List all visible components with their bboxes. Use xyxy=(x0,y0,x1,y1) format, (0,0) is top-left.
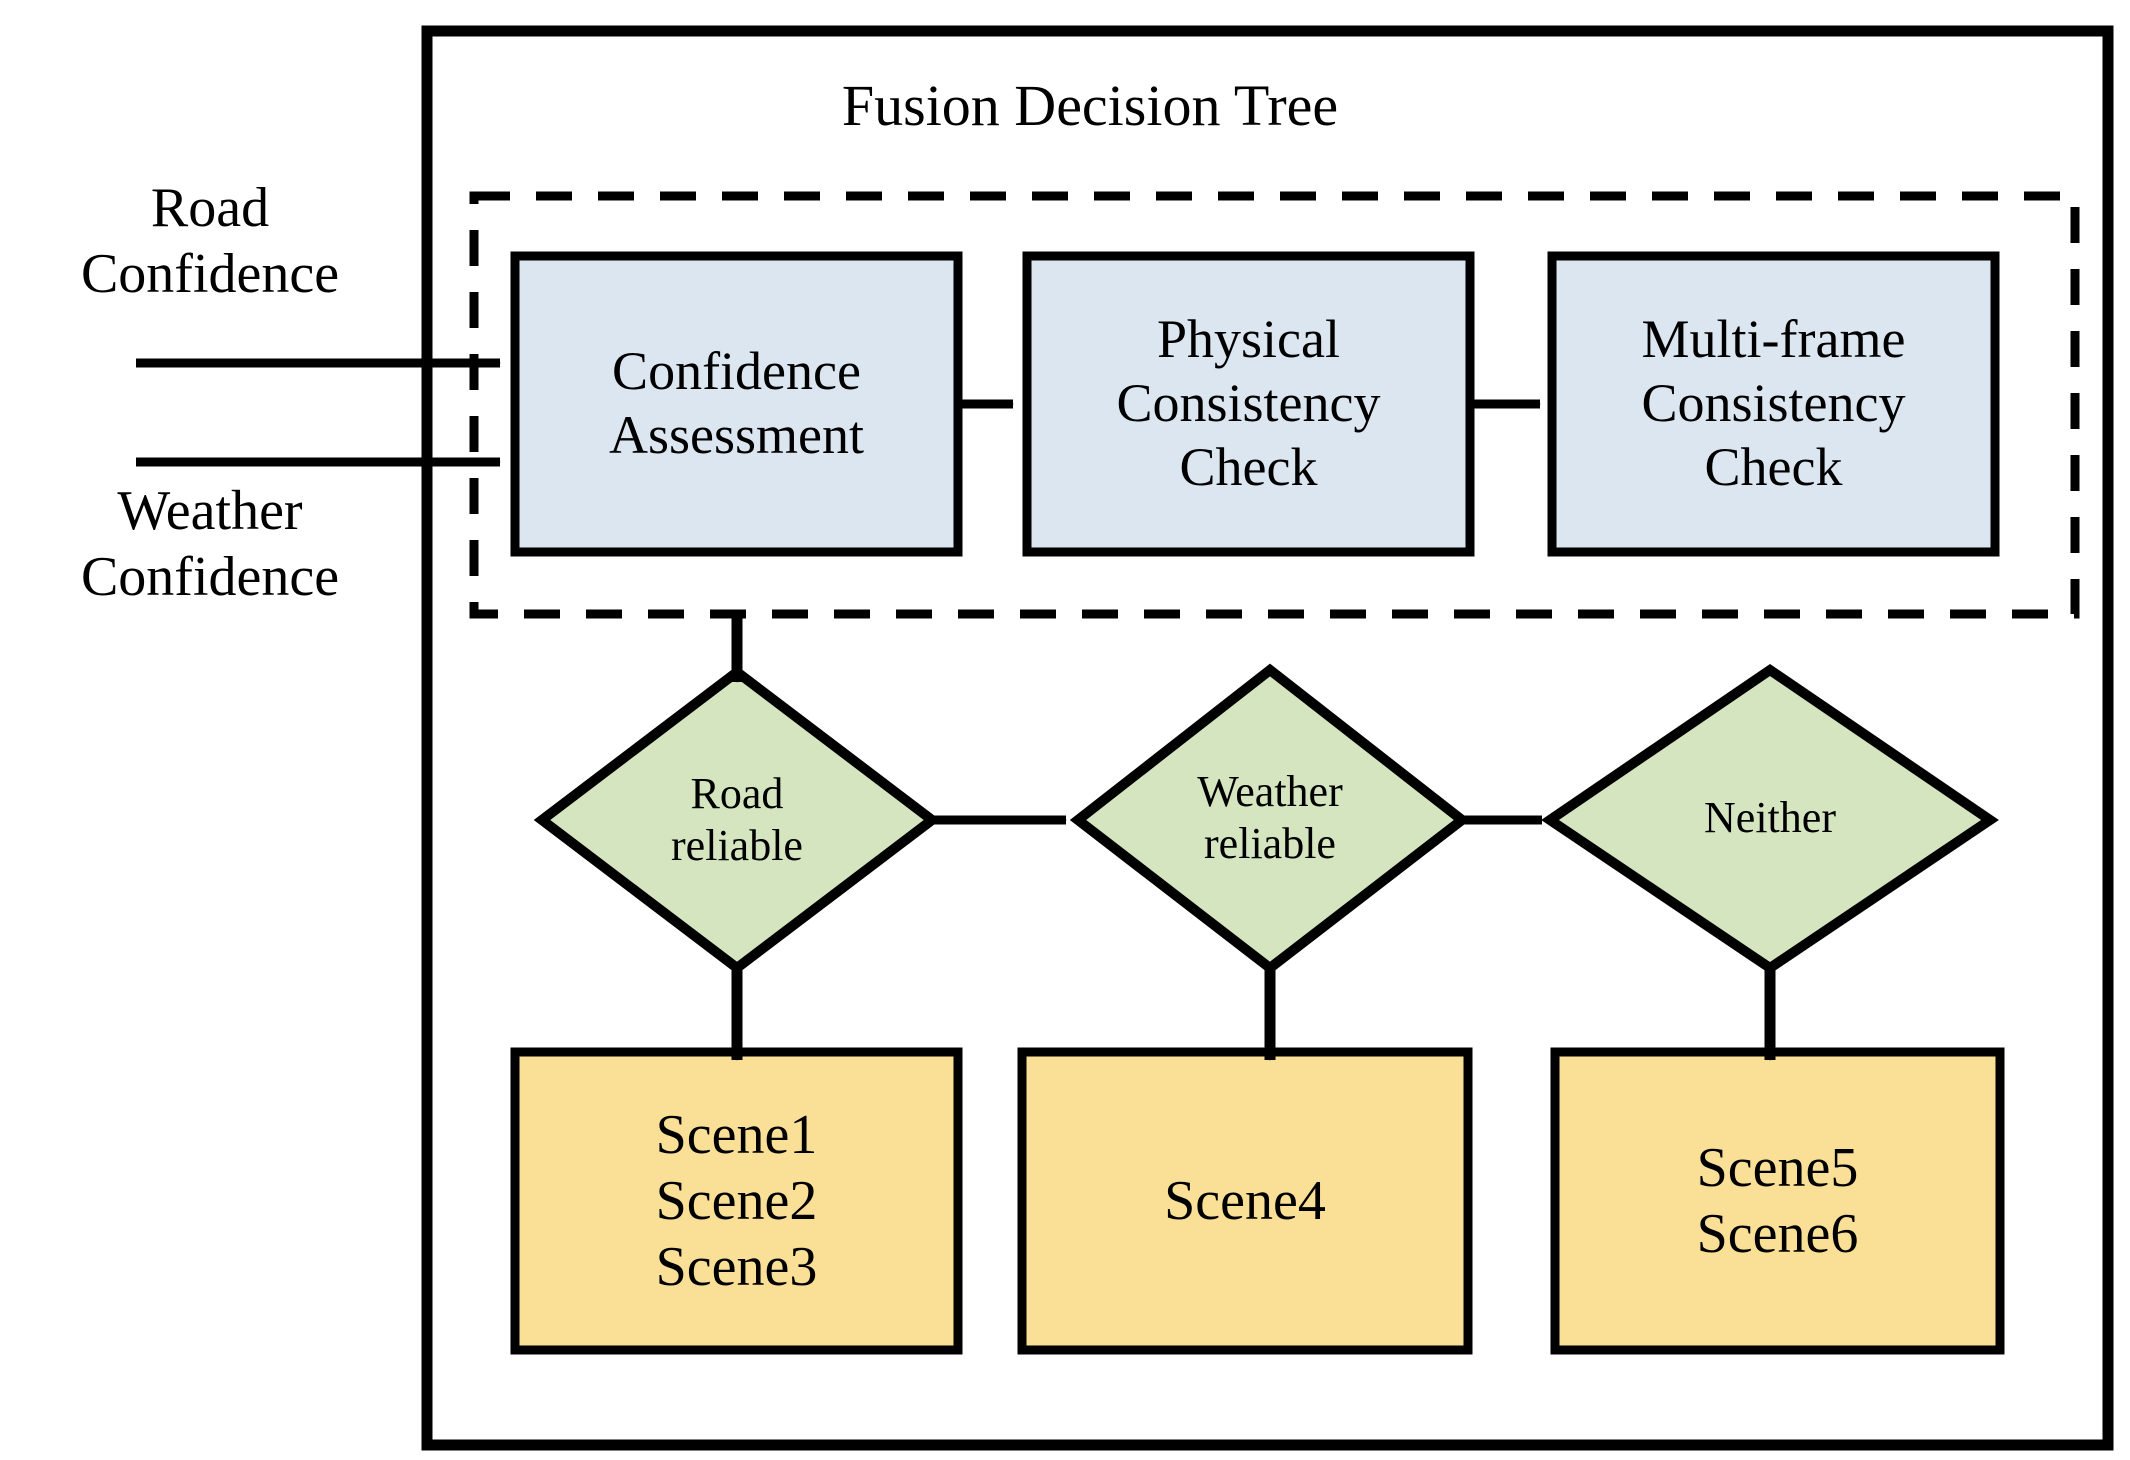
input-label-weather-confidence: Weather Confidence xyxy=(80,480,340,609)
diagram-title: Fusion Decision Tree xyxy=(841,73,1339,138)
process-label-confidence-assessment: Confidence Assessment xyxy=(609,341,864,465)
process-label-physical-consistency-check: Physical Consistency Check xyxy=(1116,309,1381,497)
process-box-physical-consistency-check xyxy=(1022,251,1475,557)
decision-label-weather-reliable: Weather reliable xyxy=(1197,767,1343,868)
process-box-multi-frame-consistency-check xyxy=(1547,251,2000,557)
decision-label-neither: Neither xyxy=(1704,793,1836,843)
outcome-box-3 xyxy=(1550,1047,2005,1355)
outcome-label-1: Scene1 Scene2 Scene3 xyxy=(655,1103,818,1299)
process-label-multi-frame-consistency-check: Multi-frame Consistency Check xyxy=(1641,309,1906,497)
consistency-pipeline-group-frame xyxy=(469,191,2080,619)
decision-label-road-reliable: Road reliable xyxy=(671,769,803,870)
outer-frame xyxy=(421,25,2114,1451)
outcome-box-2 xyxy=(1017,1047,1473,1355)
input-label-road-confidence: Road Confidence xyxy=(80,177,340,306)
outcome-label-3: Scene5 Scene6 xyxy=(1696,1136,1859,1265)
outcome-box-1 xyxy=(510,1047,963,1355)
outcome-label-2: Scene4 xyxy=(1164,1169,1326,1232)
